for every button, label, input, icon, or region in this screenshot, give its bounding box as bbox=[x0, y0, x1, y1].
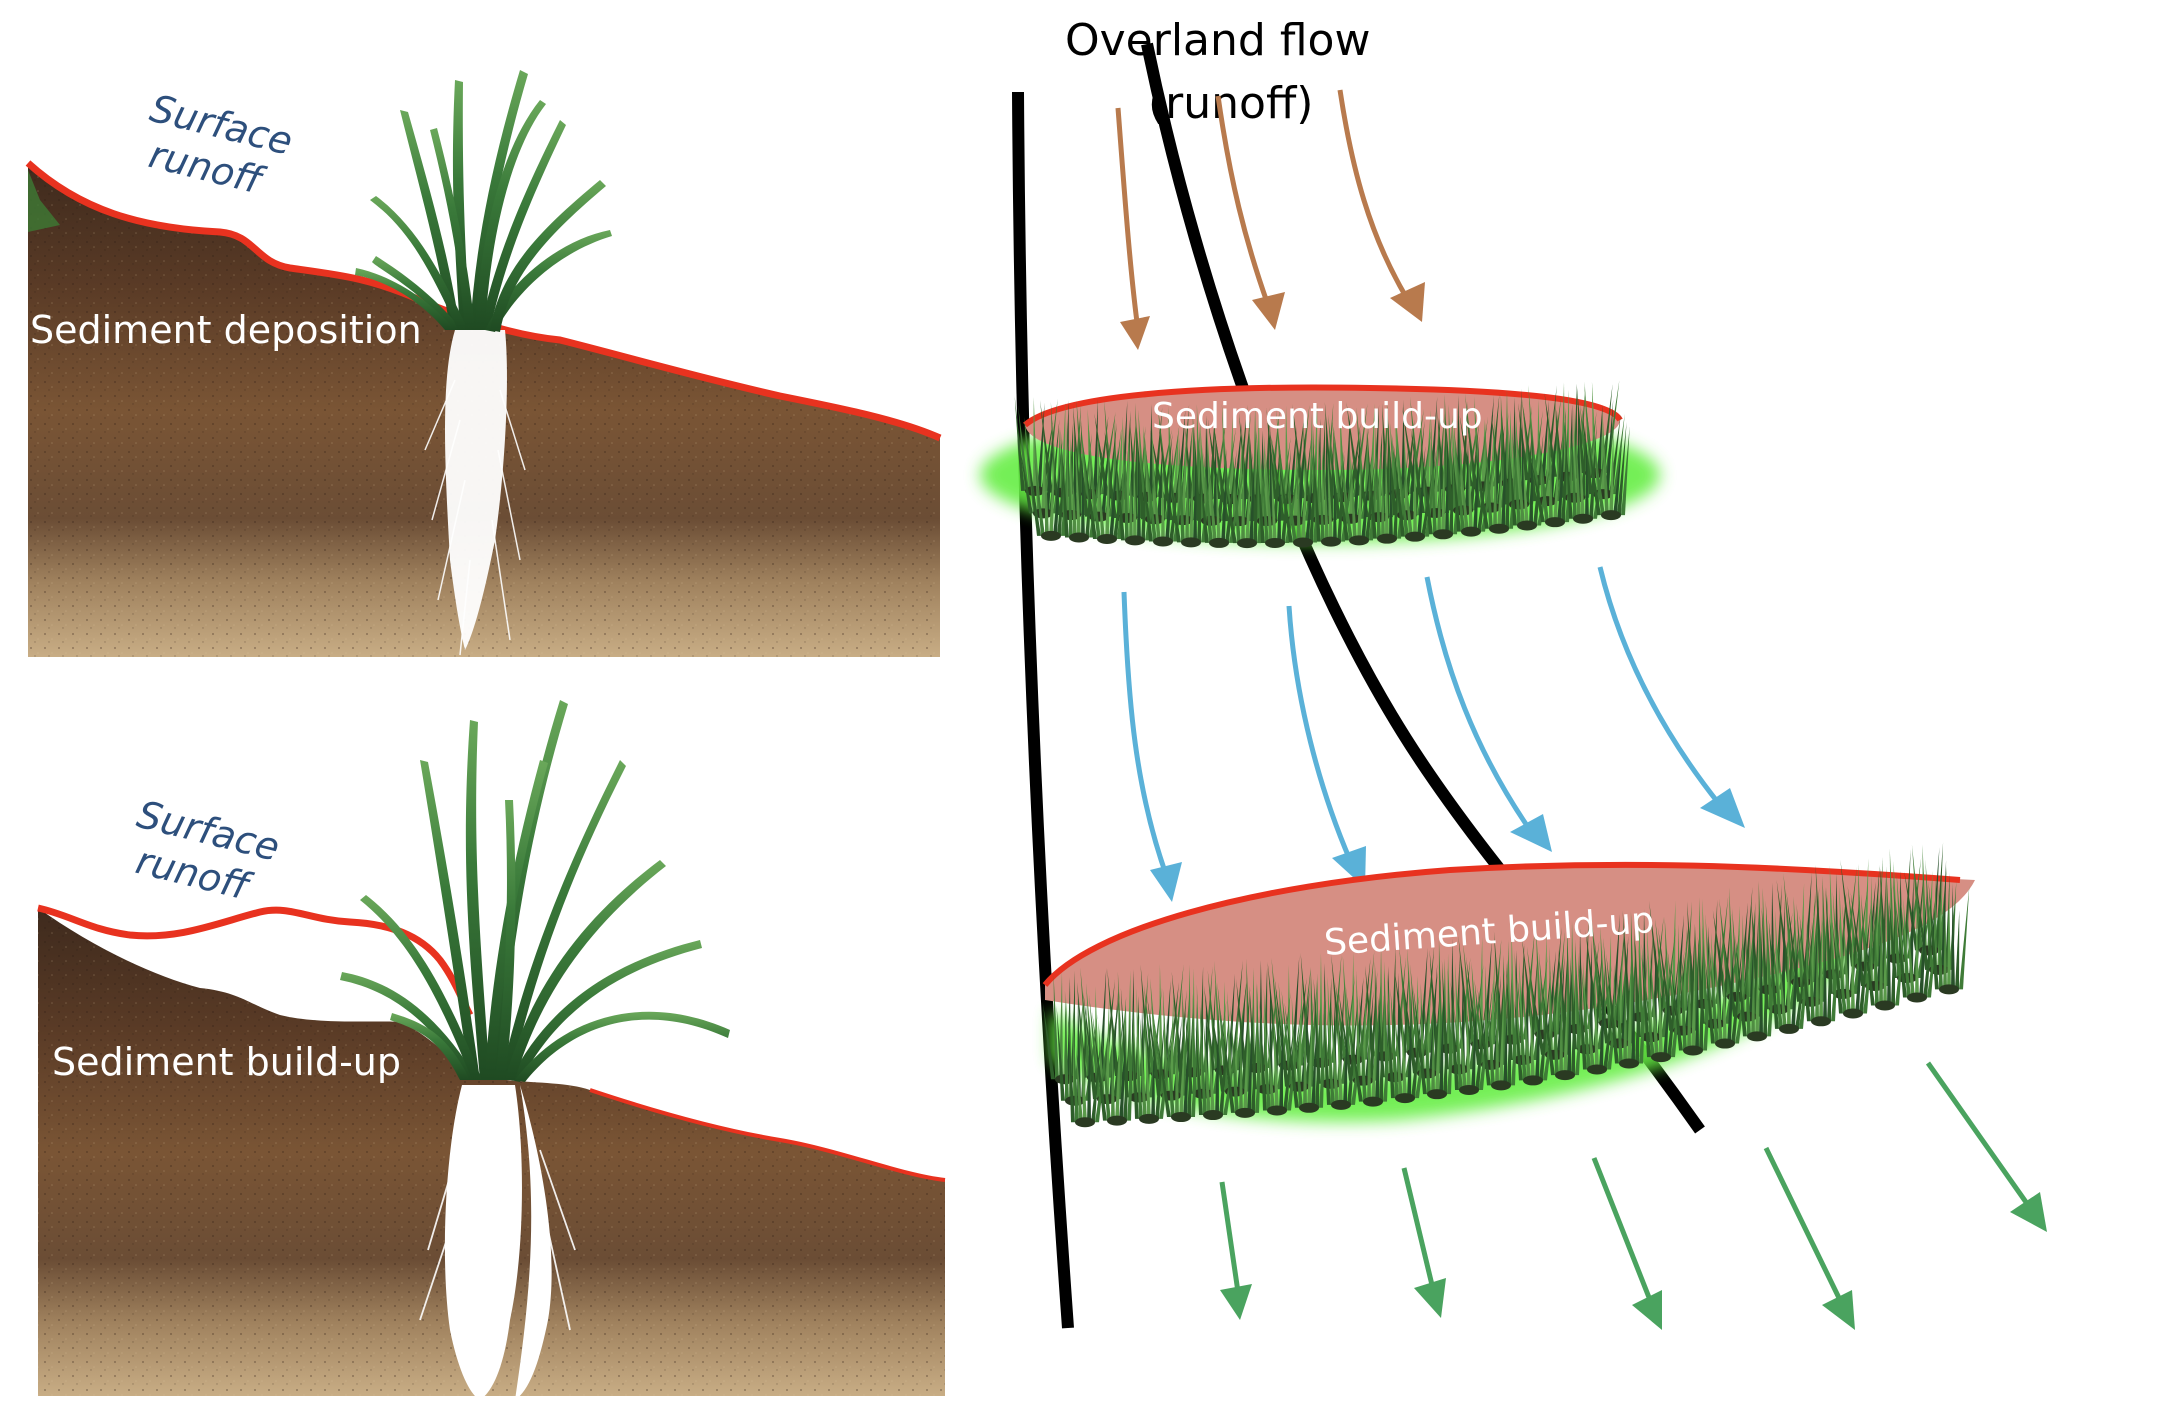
grass-tuft bbox=[1259, 1000, 1302, 1116]
grass-tuft bbox=[1222, 448, 1265, 549]
flow-arrow-green bbox=[1219, 1181, 1252, 1320]
grass-tuft bbox=[1257, 448, 1300, 549]
grass-tuft bbox=[1220, 1003, 1263, 1118]
flow-arrow-green bbox=[1763, 1146, 1855, 1330]
flow-arrow-green bbox=[1591, 1157, 1662, 1330]
arrow-group-between-strips bbox=[1121, 566, 1745, 902]
grass-strip-lower: Sediment build-up bbox=[1042, 842, 1975, 1128]
grass-tuft bbox=[1026, 440, 1069, 541]
grass-tuft bbox=[1799, 911, 1841, 1027]
flow-arrow-blue bbox=[1121, 591, 1182, 902]
flow-arrow-brown bbox=[1115, 107, 1150, 350]
grass-tuft bbox=[1156, 1007, 1199, 1123]
root-system bbox=[419, 1085, 576, 1400]
grass-tuft bbox=[1735, 926, 1777, 1042]
channel-left-edge bbox=[1012, 91, 1074, 1329]
grass-tuft bbox=[1131, 1011, 1174, 1124]
grass-tuft bbox=[1577, 961, 1621, 1075]
sediment-build-up-label: Sediment build-up bbox=[52, 1040, 401, 1084]
soil-panel-bottom: Sediment build-up Surface runoff bbox=[37, 700, 946, 1400]
root-system bbox=[424, 330, 526, 656]
sediment-deposition-label: Sediment deposition bbox=[30, 308, 422, 352]
grass-rows-lower bbox=[1042, 842, 1970, 1128]
grass-tuft bbox=[1541, 965, 1583, 1081]
grass-tuft bbox=[1705, 935, 1749, 1049]
soil-panel-top: Sediment deposition Surface runoff bbox=[25, 70, 942, 657]
grass-clump bbox=[355, 70, 612, 332]
flow-arrow-green bbox=[1925, 1061, 2047, 1232]
arrow-group-incoming-runoff bbox=[1115, 89, 1425, 350]
grass-tuft bbox=[1832, 903, 1876, 1019]
grass-tuft bbox=[1278, 449, 1321, 548]
sediment-build-up-label-upper: Sediment build-up bbox=[1152, 396, 1483, 437]
grass-rows-upper bbox=[1014, 379, 1630, 549]
grass-tuft bbox=[1928, 881, 1970, 995]
grass-strip-upper: Sediment build-up bbox=[980, 379, 1660, 549]
grass-tuft bbox=[1335, 445, 1378, 546]
flow-arrow-blue bbox=[1424, 576, 1552, 852]
grass-tuft bbox=[1083, 446, 1127, 545]
flow-arrow-green bbox=[1401, 1167, 1446, 1318]
grass-tuft bbox=[1581, 399, 1625, 500]
flow-arrow-brown bbox=[1215, 95, 1285, 330]
grass-tuft bbox=[1421, 440, 1463, 540]
grass-tuft bbox=[1670, 940, 1712, 1056]
grass-tuft bbox=[1348, 994, 1391, 1107]
grass-tuft bbox=[1477, 976, 1519, 1091]
overland-flow-title-line2: (runoff) bbox=[1148, 78, 1313, 129]
grass-tuft bbox=[1387, 988, 1430, 1104]
runoff-surface-line bbox=[37, 904, 474, 1017]
grass-clump bbox=[340, 700, 730, 1082]
arrow-group-filtered-outflow bbox=[1219, 1061, 2047, 1330]
grass-tuft bbox=[1641, 949, 1685, 1063]
flow-arrow-brown bbox=[1337, 89, 1425, 322]
grass-tuft bbox=[1586, 420, 1630, 521]
grass-edge-left bbox=[28, 170, 60, 232]
grass-tuft bbox=[1514, 971, 1558, 1086]
grass-tuft bbox=[1864, 897, 1905, 1011]
flow-arrow-blue bbox=[1597, 566, 1745, 828]
grass-tuft bbox=[1313, 447, 1356, 547]
grass-tuft bbox=[1450, 979, 1494, 1095]
overland-flow-title-line1: Overland flow bbox=[1065, 15, 1370, 66]
flow-channel: Overland flow (runoff) Sedim bbox=[980, 15, 2047, 1330]
surface-line bbox=[589, 1088, 946, 1182]
grass-tuft bbox=[1168, 448, 1210, 548]
sediment-zone-lower bbox=[1045, 865, 1975, 1026]
grass-tuft bbox=[1092, 1010, 1135, 1126]
